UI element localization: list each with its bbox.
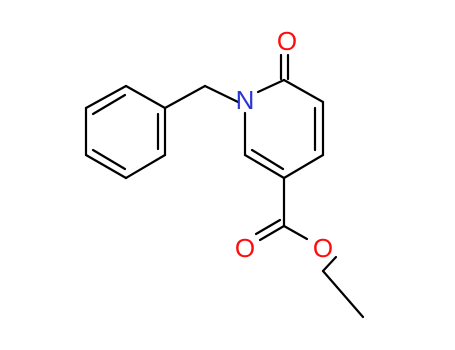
bond-ethyl xyxy=(321,269,365,319)
bond xyxy=(124,84,167,110)
bond-ether-ch2 xyxy=(321,255,338,273)
bond xyxy=(256,78,286,94)
pyridone-ring xyxy=(243,78,325,180)
bond xyxy=(282,78,325,104)
bond xyxy=(84,153,128,180)
atom-oxygen-keto: O xyxy=(277,26,297,56)
bond-carbonyl xyxy=(258,224,286,242)
bond-carbonyl xyxy=(254,218,282,236)
bond-benzyl-ch2 xyxy=(163,84,207,110)
bond xyxy=(84,84,128,110)
atom-oxygen-ether: O xyxy=(313,233,333,263)
bond xyxy=(282,153,325,180)
phenyl-ring xyxy=(84,84,167,180)
atom-oxygen-carbonyl: O xyxy=(235,233,255,263)
bond-inner xyxy=(91,148,127,171)
atom-nitrogen: N xyxy=(236,85,255,115)
bond-ester-o xyxy=(282,224,309,241)
bond xyxy=(124,153,167,180)
bond xyxy=(243,153,286,180)
bond-inner xyxy=(91,93,127,116)
bond-ch2-n xyxy=(203,84,240,104)
bond-inner xyxy=(250,148,285,171)
